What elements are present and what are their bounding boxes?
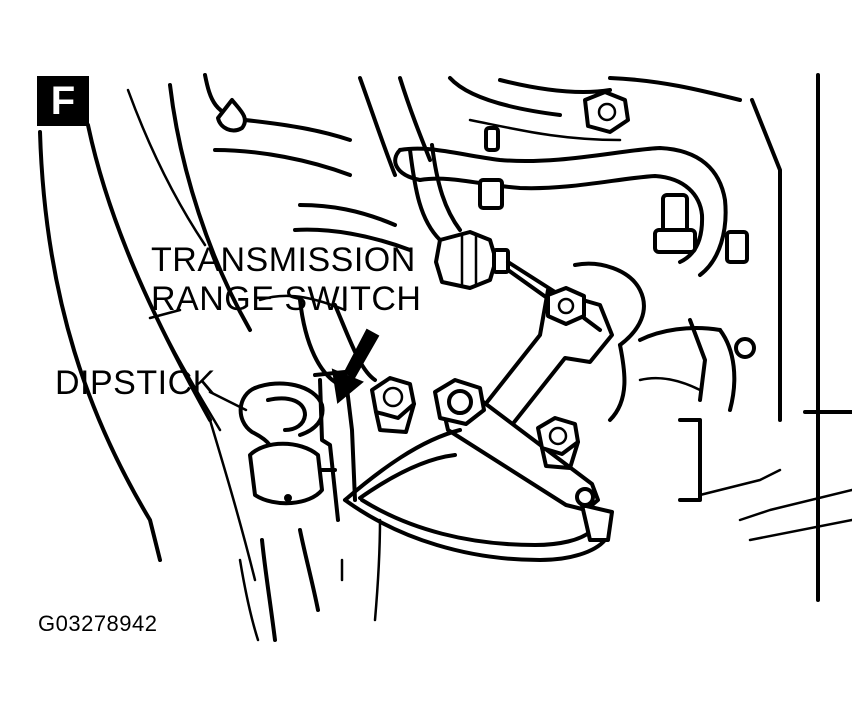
leader-lines bbox=[148, 308, 248, 412]
transmission-range-switch-label-line1: TRANSMISSION bbox=[151, 241, 416, 279]
left-bolt bbox=[370, 376, 416, 434]
mount-bracket bbox=[573, 261, 756, 422]
dipstick-handle bbox=[238, 381, 337, 506]
dipstick-label: DIPSTICK bbox=[55, 364, 216, 402]
hex-nut-top bbox=[583, 90, 630, 134]
figure-id: G03278942 bbox=[38, 611, 158, 636]
left-hose bbox=[38, 83, 257, 582]
range-switch-connector bbox=[434, 230, 557, 302]
transmission-range-switch-label-line2: RANGE SWITCH bbox=[151, 280, 422, 318]
right-bolt bbox=[536, 416, 580, 470]
upper-bolts bbox=[478, 126, 749, 264]
sector-plate bbox=[340, 428, 614, 622]
center-hex-bolt bbox=[433, 378, 486, 426]
selector-lever bbox=[463, 286, 614, 442]
panel-letter-badge: F bbox=[37, 76, 89, 126]
transmission-case bbox=[238, 370, 357, 642]
manual-lever bbox=[438, 390, 600, 512]
range-switch-arrow bbox=[331, 328, 380, 404]
upper-hoses bbox=[203, 73, 742, 177]
engine-block-outline bbox=[678, 73, 852, 602]
